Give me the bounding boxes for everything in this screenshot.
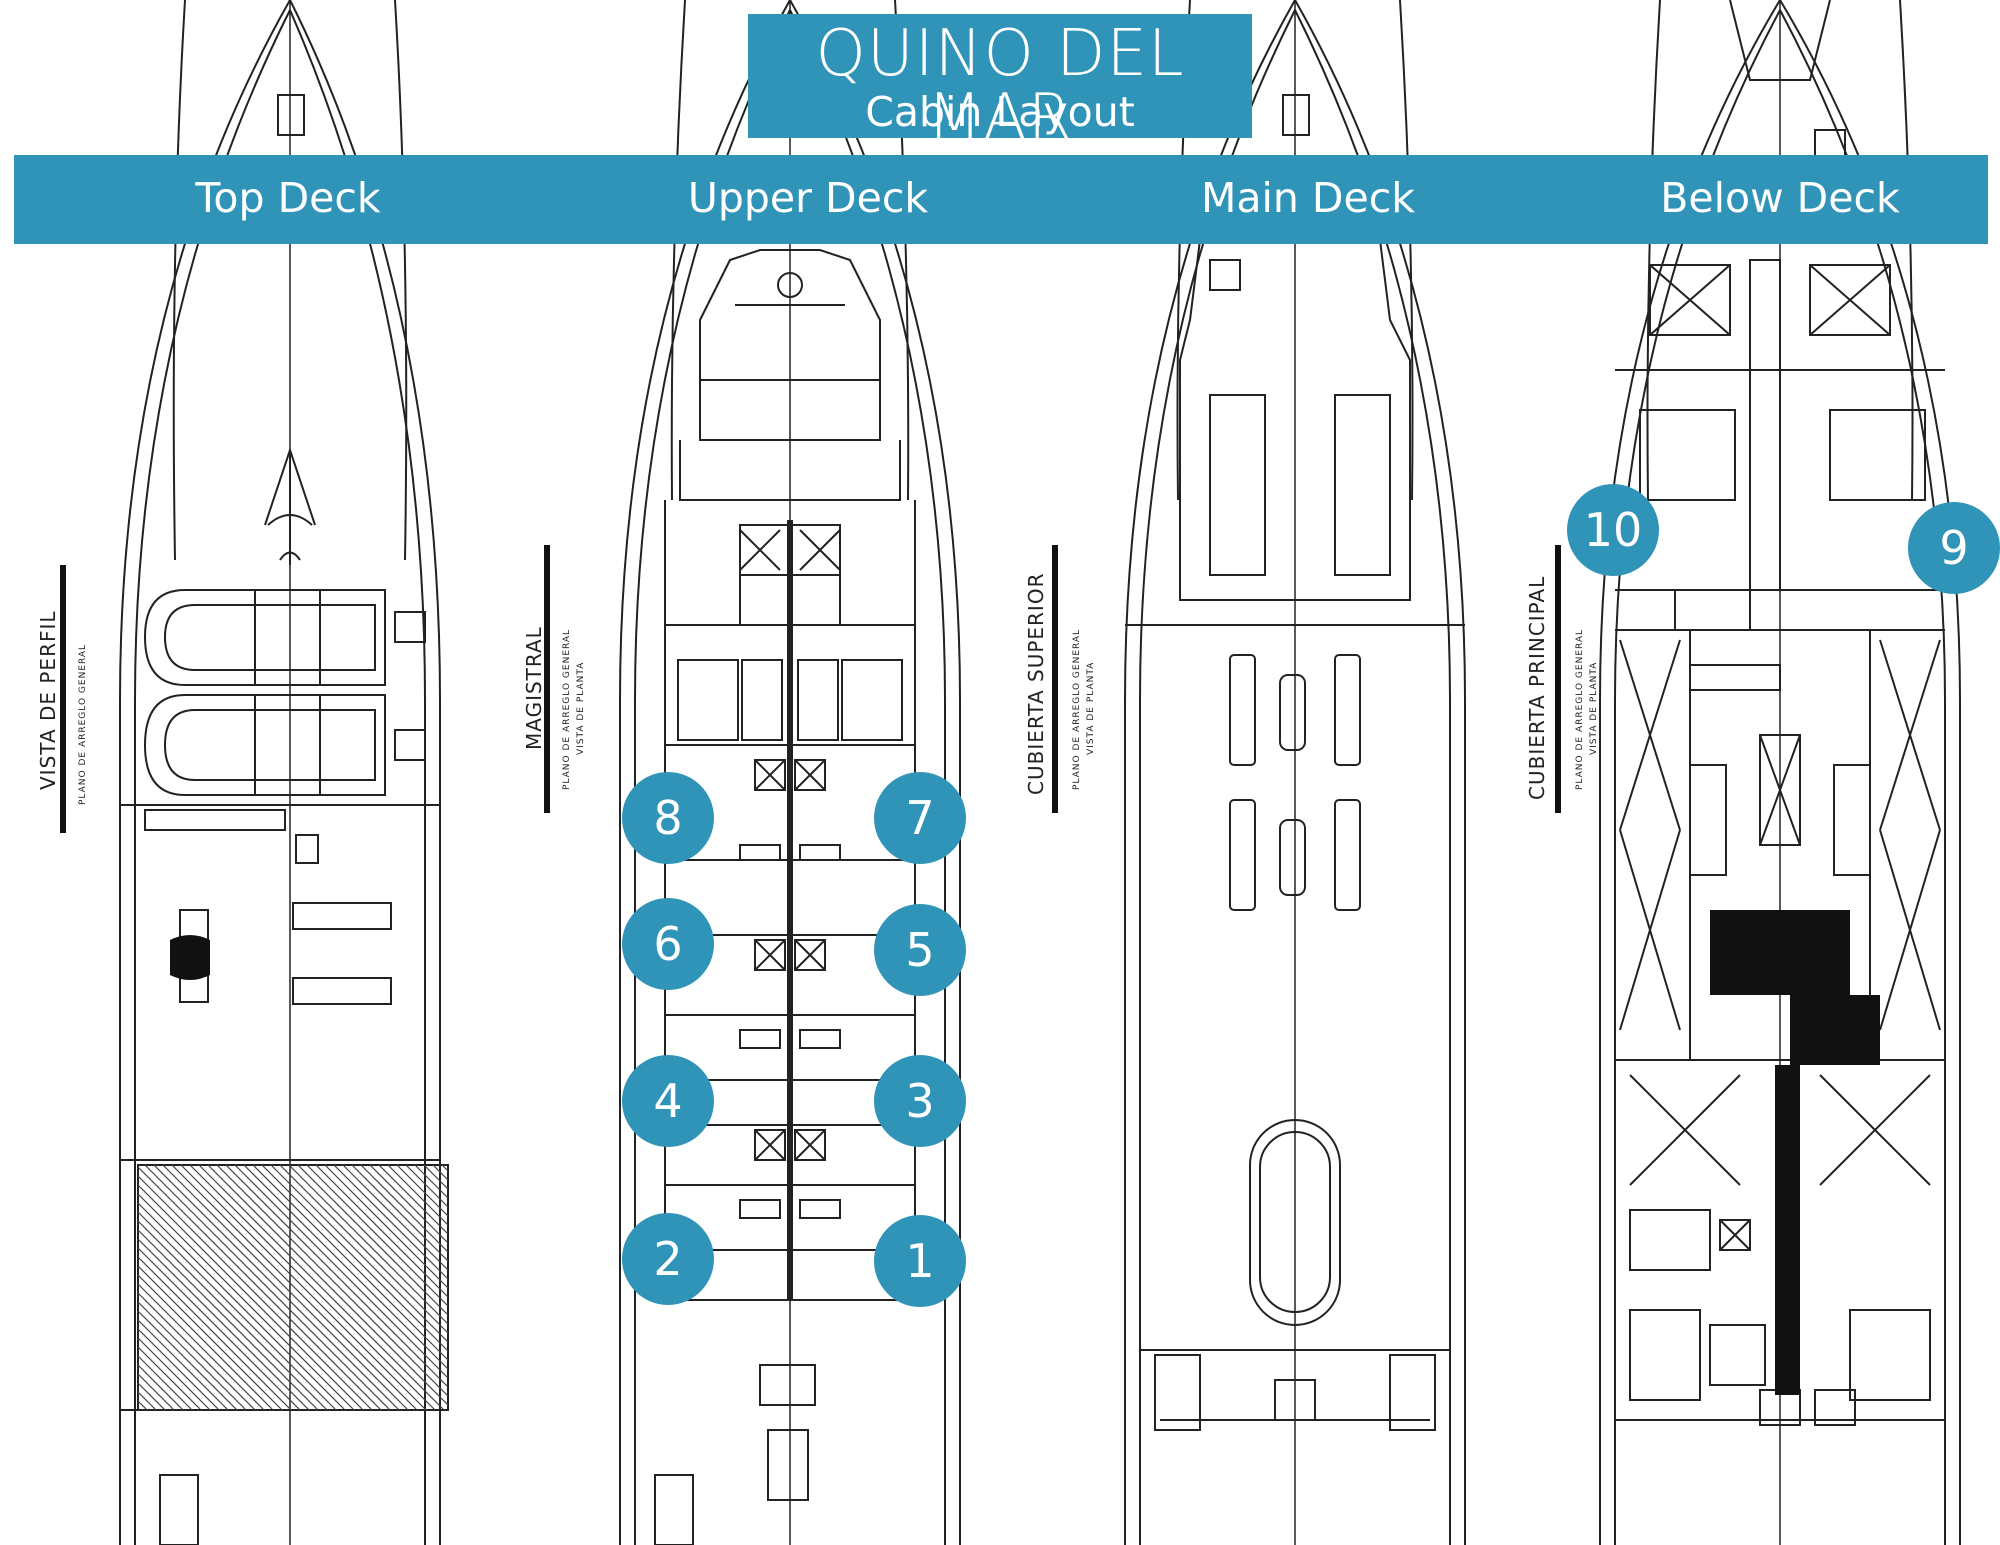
main-deck-plan-sublabel-1: PLANO DE ARREGLO GENERAL	[1072, 628, 1082, 790]
cabin-badge-10[interactable]: 10	[1567, 484, 1659, 576]
below-deck-plan-label: CUBIERTA PRINCIPAL	[1525, 575, 1549, 800]
top-deck-plan-label: VISTA DE PERFIL	[36, 610, 60, 790]
deck-label-upper: Upper Deck	[687, 174, 929, 222]
page-title: QUINO DEL MAR	[815, 17, 1185, 155]
upper-deck-plan-sublabel-1: PLANO DE ARREGLO GENERAL	[562, 628, 572, 790]
cabin-badge-8[interactable]: 8	[622, 772, 714, 864]
below-deck-plan-sublabel-2: VISTA DE PLANTA	[1589, 661, 1599, 755]
cabin-badge-2[interactable]: 2	[622, 1213, 714, 1305]
upper-deck-plan-sublabel-2: VISTA DE PLANTA	[576, 661, 586, 755]
top-deck-label-bar	[60, 565, 66, 833]
cabin-badge-4[interactable]: 4	[622, 1055, 714, 1147]
deck-label-top: Top Deck	[195, 174, 381, 222]
main-deck-label-bar	[1052, 545, 1058, 813]
cabin-badge-9[interactable]: 9	[1908, 502, 2000, 594]
cabin-badge-1[interactable]: 1	[874, 1215, 966, 1307]
cabin-badge-3[interactable]: 3	[874, 1055, 966, 1147]
cabin-badge-5[interactable]: 5	[874, 904, 966, 996]
title-box: QUINO DEL MAR Cabin Layout	[748, 14, 1252, 150]
top-deck-hatched-area	[137, 1164, 449, 1411]
below-deck-plan	[1599, 0, 1961, 1545]
top-deck-plan-sublabel: PLANO DE ARREGLO GENERAL	[78, 643, 88, 805]
top-deck-plan	[119, 0, 441, 1545]
deck-header-band	[14, 155, 1988, 244]
cabin-badge-7[interactable]: 7	[874, 772, 966, 864]
main-deck-plan	[1124, 0, 1466, 1545]
below-deck-plan-sublabel-1: PLANO DE ARREGLO GENERAL	[1575, 628, 1585, 790]
cabin-badge-6[interactable]: 6	[622, 898, 714, 990]
below-deck-label-bar	[1555, 545, 1561, 813]
upper-deck-label-bar	[544, 545, 550, 813]
page-subtitle: Cabin Layout	[865, 88, 1135, 136]
deck-label-main: Main Deck	[1201, 174, 1415, 222]
main-deck-plan-label: CUBIERTA SUPERIOR	[1024, 572, 1048, 795]
main-deck-plan-sublabel-2: VISTA DE PLANTA	[1086, 661, 1096, 755]
deck-label-below: Below Deck	[1660, 174, 1900, 222]
upper-deck-plan-label: MAGISTRAL	[522, 626, 546, 750]
